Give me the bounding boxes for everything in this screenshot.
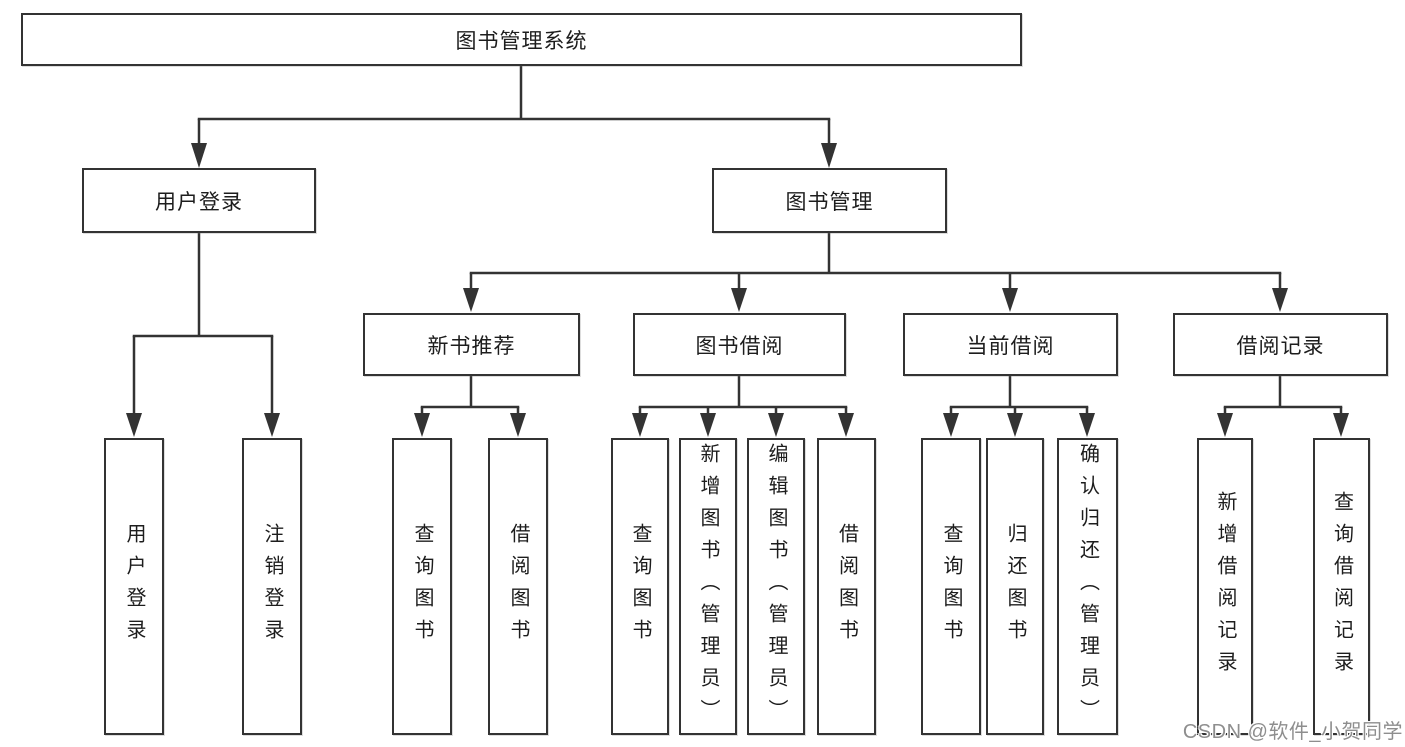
- leaf-add-borrow-record: 新增借阅记录: [1197, 438, 1253, 735]
- node-label: 图书管理系统: [455, 29, 588, 53]
- leaf-query-borrow-record: 查询借阅记录: [1313, 438, 1370, 735]
- leaf-query-books-current: 查询图书: [921, 438, 981, 735]
- node-label: 借阅图书: [507, 522, 529, 651]
- node-label: 新增图书（管理员）: [697, 442, 719, 731]
- node-label: 借阅记录: [1236, 334, 1325, 358]
- node-label: 图书管理: [785, 190, 874, 214]
- leaf-add-book-admin: 新增图书（管理员）: [679, 438, 737, 735]
- leaf-query-books-recommend: 查询图书: [392, 438, 452, 735]
- leaf-query-books-borrowing: 查询图书: [611, 438, 669, 735]
- node-label: 查询图书: [411, 522, 433, 651]
- leaf-logout: 注销登录: [242, 438, 302, 735]
- leaf-borrow-books-borrowing: 借阅图书: [817, 438, 876, 735]
- leaf-confirm-return-admin: 确认归还（管理员）: [1057, 438, 1118, 735]
- node-label: 查询借阅记录: [1330, 490, 1353, 683]
- csdn-watermark: CSDN @软件_小贺同学: [1182, 721, 1403, 743]
- leaf-return-book: 归还图书: [986, 438, 1044, 735]
- node-label: 新书推荐: [427, 334, 516, 358]
- node-label: 查询图书: [940, 522, 962, 651]
- node-label: 借阅图书: [835, 522, 858, 651]
- node-label: 用户登录: [123, 522, 145, 651]
- node-label: 归还图书: [1004, 522, 1026, 651]
- leaf-edit-book-admin: 编辑图书（管理员）: [747, 438, 805, 735]
- node-label: 新增借阅记录: [1214, 490, 1236, 683]
- leaf-borrow-books-recommend: 借阅图书: [488, 438, 548, 735]
- node-label: 图书借阅: [695, 334, 784, 358]
- node-label: 用户登录: [155, 190, 243, 214]
- node-library-management-system: 图书管理系统: [21, 13, 1022, 66]
- node-current-borrowing: 当前借阅: [903, 313, 1118, 376]
- node-label: 当前借阅: [966, 334, 1055, 358]
- node-label: 编辑图书（管理员）: [765, 442, 787, 731]
- leaf-user-login: 用户登录: [104, 438, 164, 735]
- node-new-book-recommendation: 新书推荐: [363, 313, 580, 376]
- node-borrowing-records: 借阅记录: [1173, 313, 1388, 376]
- node-user-login: 用户登录: [82, 168, 316, 233]
- node-label: 查询图书: [629, 522, 651, 651]
- node-label: 确认归还（管理员）: [1076, 442, 1099, 731]
- node-label: 注销登录: [261, 522, 283, 651]
- node-book-borrowing: 图书借阅: [633, 313, 846, 376]
- node-book-management: 图书管理: [712, 168, 947, 233]
